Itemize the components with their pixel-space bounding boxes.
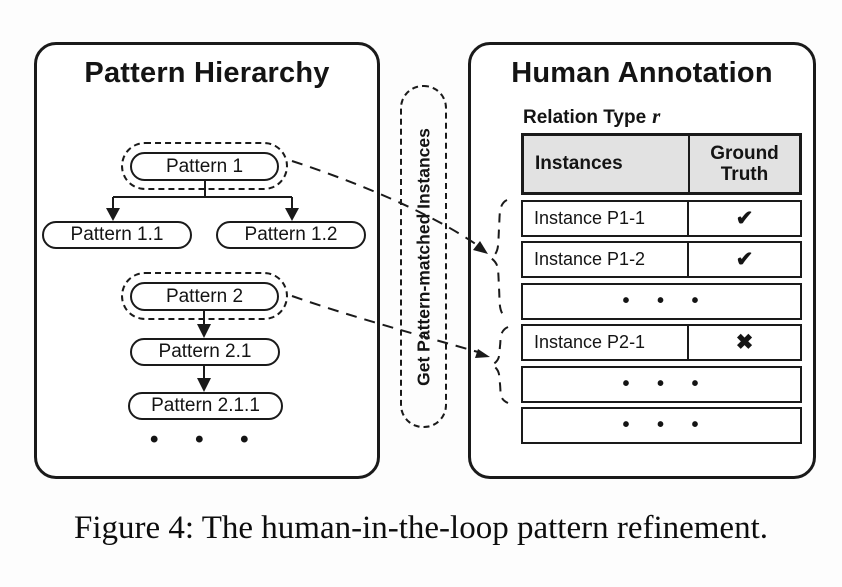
cross-icon: ✖ xyxy=(735,331,754,354)
table-row: Instance P2-1 ✖ xyxy=(521,324,802,361)
check-icon: ✔ xyxy=(735,206,754,230)
header-ground-truth: Ground Truth xyxy=(710,142,779,185)
node-pattern-2: Pattern 2 xyxy=(130,282,279,311)
header-instances: Instances xyxy=(524,136,690,192)
node-pattern-1-1-label: Pattern 1.1 xyxy=(70,224,164,245)
node-pattern-2-1-1: Pattern 2.1.1 xyxy=(128,392,283,420)
check-icon: ✔ xyxy=(735,248,754,271)
node-pattern-1-label: Pattern 1 xyxy=(165,155,244,177)
node-pattern-1-2-label: Pattern 1.2 xyxy=(244,224,338,245)
relation-symbol: r xyxy=(652,104,661,128)
table-header-row: Instances Ground Truth xyxy=(521,133,802,195)
node-pattern-2-label: Pattern 2 xyxy=(165,285,244,307)
figure-caption: Figure 4: The human-in-the-loop pattern … xyxy=(73,510,768,546)
node-pattern-1-1: Pattern 1.1 xyxy=(42,221,192,249)
get-pattern-matched-instances-box: Get Pattern-matched Instances xyxy=(400,85,447,428)
node-pattern-2-1-label: Pattern 2.1 xyxy=(158,341,252,362)
pattern-hierarchy-title: Pattern Hierarchy xyxy=(84,57,330,89)
node-pattern-1: Pattern 1 xyxy=(130,152,279,181)
hierarchy-ellipsis: • • • xyxy=(150,426,251,453)
get-pattern-matched-instances-label: Get Pattern-matched Instances xyxy=(413,127,433,386)
table-row: Instance P1-1 ✔ xyxy=(521,199,802,237)
node-pattern-2-1: Pattern 2.1 xyxy=(130,338,280,366)
annotation-table: Instances Ground Truth Instance P1-1 ✔ I… xyxy=(521,133,802,444)
node-pattern-1-2: Pattern 1.2 xyxy=(216,221,366,249)
table-row-ellipsis: • • • xyxy=(521,365,802,403)
node-pattern-2-1-1-label: Pattern 2.1.1 xyxy=(151,395,260,416)
human-annotation-title: Human Annotation xyxy=(511,57,773,89)
table-row: Instance P1-2 ✔ xyxy=(521,241,802,278)
table-row-ellipsis: • • • xyxy=(521,407,802,444)
table-row-ellipsis: • • • xyxy=(521,282,802,320)
